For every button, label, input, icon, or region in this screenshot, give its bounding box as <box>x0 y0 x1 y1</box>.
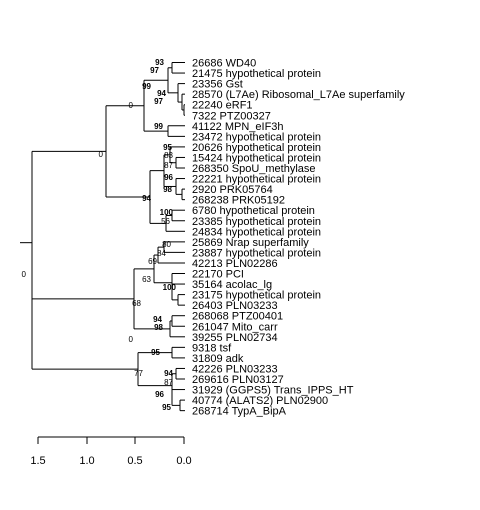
leaf-label: 22240 eRF1 <box>192 100 253 112</box>
support-value: 95 <box>162 403 171 412</box>
leaf-label: 26686 WD40 <box>192 58 256 70</box>
leaf-label: 35164 acolac_lg <box>192 279 272 291</box>
support-value: 0 <box>129 335 134 344</box>
leaf-label: 23385 hypothetical protein <box>192 216 321 228</box>
leaf-label: 39255 PLN02734 <box>192 332 278 344</box>
scale-tick-label: 0.5 <box>127 455 142 467</box>
support-value: 100 <box>160 208 174 217</box>
support-value: 98 <box>163 185 172 194</box>
support-value: 100 <box>163 283 177 292</box>
leaf-label: 42213 PLN02286 <box>192 258 278 270</box>
support-value: 95 <box>151 348 160 357</box>
support-value: 63 <box>142 275 151 284</box>
leaf-label: 268350 SpoU_methylase <box>192 163 316 175</box>
support-value: 77 <box>134 369 143 378</box>
support-value: 68 <box>132 299 141 308</box>
leaf-label: 31809 adk <box>192 353 244 365</box>
leaf-label: 22170 PCI <box>192 269 244 281</box>
support-value: 56 <box>161 217 170 226</box>
leaf-label: 20626 hypothetical protein <box>192 142 321 154</box>
support-value: 84 <box>157 249 166 258</box>
support-value: 80 <box>162 240 171 249</box>
support-value: 83 <box>164 151 173 160</box>
support-value: 94 <box>153 315 162 324</box>
support-value: 96 <box>164 173 173 182</box>
support-value: 87 <box>164 161 173 170</box>
support-value: 94 <box>157 89 166 98</box>
support-value: 98 <box>154 323 163 332</box>
leaf-label: 40774 (ALATS2) PLN02900 <box>192 395 328 407</box>
support-value: 97 <box>150 66 159 75</box>
leaf-label: 21475 hypothetical protein <box>192 68 321 80</box>
scale-tick-label: 0.0 <box>176 455 191 467</box>
leaf-label: 28570 (L7Ae) Ribosomal_L7Ae superfamily <box>192 89 405 101</box>
leaf-label: 15424 hypothetical protein <box>192 152 321 164</box>
support-value: 93 <box>155 58 164 67</box>
leaf-label: 9318 tsf <box>192 342 232 354</box>
support-value: 94 <box>164 369 173 378</box>
support-value: 96 <box>155 390 164 399</box>
leaf-label: 42226 PLN03233 <box>192 363 278 375</box>
scale-bar: 1.5 1.0 0.5 0.0 <box>30 436 192 467</box>
support-value: 87 <box>164 378 173 387</box>
support-values: 9397999497099958387969894010056808469631… <box>22 58 177 412</box>
leaf-label: 23472 hypothetical protein <box>192 131 321 143</box>
leaf-label: 23356 Gst <box>192 79 243 91</box>
leaf-label: 23887 hypothetical protein <box>192 247 321 259</box>
scale-tick-label: 1.0 <box>79 455 94 467</box>
support-value: 97 <box>154 97 163 106</box>
support-value: 99 <box>142 82 151 91</box>
leaf-label: 6780 hypothetical protein <box>192 205 315 217</box>
support-value: 99 <box>154 122 163 131</box>
leaf-label: 22221 hypothetical protein <box>192 174 321 186</box>
support-value: 0 <box>99 150 104 159</box>
leaf-label: 2920 PRK05764 <box>192 184 273 196</box>
leaf-label: 268068 PTZ00401 <box>192 311 283 323</box>
leaf-label: 268714 TypA_BipA <box>192 406 287 418</box>
support-value: 69 <box>148 257 157 266</box>
leaf-label: 269616 PLN03127 <box>192 374 284 386</box>
leaf-label: 31929 (GGPS5) Trans_IPPS_HT <box>192 385 354 397</box>
leaf-label: 24834 hypothetical protein <box>192 226 321 238</box>
leaf-label: 268238 PRK05192 <box>192 195 285 207</box>
leaf-label: 25869 Nrap superfamily <box>192 237 309 249</box>
leaf-label: 41122 MPN_eIF3h <box>192 121 284 133</box>
tree-branches <box>20 62 185 412</box>
leaf-label: 23175 hypothetical protein <box>192 290 321 302</box>
scale-tick-label: 1.5 <box>30 455 45 467</box>
support-value: 94 <box>142 194 151 203</box>
leaf-label: 26403 PLN03233 <box>192 300 278 312</box>
leaf-label: 7322 PTZ00327 <box>192 110 271 122</box>
support-value: 0 <box>22 270 27 279</box>
leaf-label: 261047 Mito_carr <box>192 321 278 333</box>
support-value: 95 <box>163 143 172 152</box>
support-value: 0 <box>129 101 134 110</box>
